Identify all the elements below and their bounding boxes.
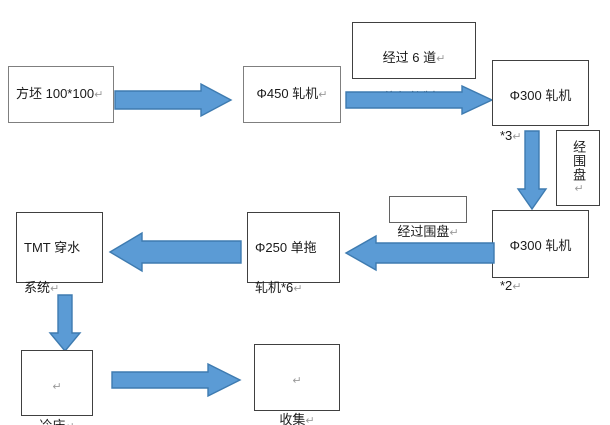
pilcrow-mark: ↵ (52, 381, 62, 394)
pilcrow-mark: ↵ (65, 421, 74, 425)
node-mill450[interactable]: Φ450 轧机↵ (243, 66, 341, 123)
node-mill300-x2[interactable]: Φ300 轧机 *2↵ (492, 210, 589, 293)
arrow-mill300x3-to-mill300x2[interactable] (516, 129, 548, 211)
node-mill300-x3[interactable]: Φ300 轧机 *3↵ (492, 60, 589, 143)
node-mill300-x3-line1: Φ300 轧机 (509, 88, 572, 104)
node-tmt[interactable]: TMT 穿水 系统↵ (16, 212, 103, 295)
pilcrow-mark: ↵ (572, 182, 585, 196)
node-loop-note-2[interactable]: 经过围盘↵ (389, 196, 467, 239)
pilcrow-mark: ↵ (512, 131, 522, 144)
collect-blank-line: ↵ (262, 370, 332, 390)
pilcrow-mark: ↵ (292, 375, 302, 388)
arrow-coolbed-to-collect[interactable] (110, 362, 242, 398)
node-collect[interactable]: ↵ 收集↵ (254, 344, 340, 425)
node-note-6-pass[interactable]: 经过 6 道↵ 往复轧制↵ (352, 22, 476, 105)
node-billet-text: 方坯 100*100↵ (16, 86, 104, 102)
pilcrow-mark: ↵ (449, 227, 459, 240)
node-mill250-x6[interactable]: Φ250 单拖 轧机*6↵ (247, 212, 340, 295)
pilcrow-mark: ↵ (512, 281, 522, 294)
note-6-pass-line1: 经过 6 道↵ (382, 50, 446, 66)
node-billet[interactable]: 方坯 100*100↵ (8, 66, 114, 123)
node-mill300-x3-line2: *3↵ (500, 128, 522, 144)
cool-bed-blank-line: ↵ (29, 376, 85, 396)
arrow-mill300x2-to-mill250x6[interactable] (344, 232, 496, 274)
cool-bed-text: 冷床↵ (29, 416, 85, 425)
node-tmt-line1: TMT 穿水 (24, 240, 81, 256)
node-mill250-x6-line1: Φ250 单拖 (255, 240, 317, 256)
pilcrow-mark: ↵ (293, 283, 303, 296)
node-mill300-x2-line1: Φ300 轧机 (509, 238, 572, 254)
node-loop-note[interactable]: 经围盘↵ (556, 130, 600, 206)
arrow-mill250x6-to-tmt[interactable] (108, 230, 243, 274)
node-tmt-line2: 系统↵ (24, 280, 60, 296)
node-mill300-x2-line2: *2↵ (500, 278, 522, 294)
node-cool-bed[interactable]: ↵ 冷床↵ (21, 350, 93, 425)
pilcrow-mark: ↵ (50, 283, 60, 296)
arrow-billet-to-mill450[interactable] (113, 82, 233, 118)
pilcrow-mark: ↵ (436, 53, 446, 66)
pilcrow-mark: ↵ (318, 89, 328, 102)
arrow-mill450-to-mill300x3[interactable] (344, 84, 494, 116)
node-mill250-x6-line2: 轧机*6↵ (255, 280, 303, 296)
arrow-tmt-to-coolbed[interactable] (48, 293, 82, 353)
loop-note-2-text: 经过围盘 (397, 224, 450, 240)
node-mill450-text: Φ450 轧机↵ (256, 86, 328, 102)
pilcrow-mark: ↵ (94, 89, 104, 102)
loop-note-text: 经围盘 (571, 140, 587, 182)
pilcrow-mark: ↵ (305, 415, 315, 425)
collect-text: 收集↵ (262, 410, 332, 425)
